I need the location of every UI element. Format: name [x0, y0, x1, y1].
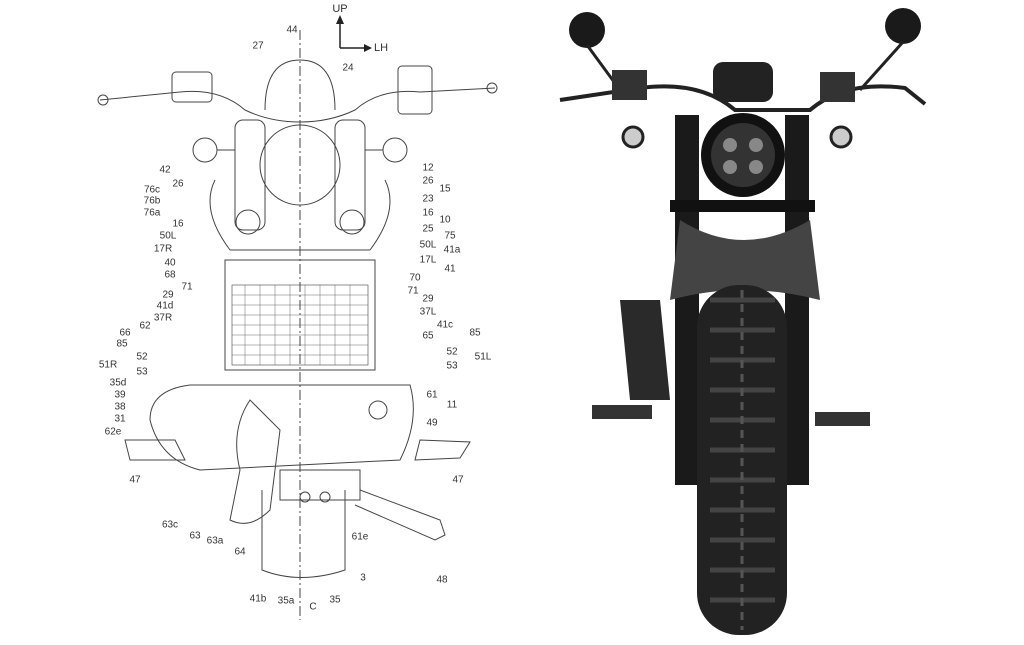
reference-numeral: 41d: [156, 300, 174, 312]
reference-numeral: 62: [139, 320, 151, 332]
motorcycle-front-line-drawing: [97, 15, 498, 620]
reference-numeral: 15: [439, 183, 451, 195]
reference-numeral: C: [309, 601, 317, 613]
reference-numeral: 62e: [104, 426, 122, 438]
reference-numeral: 75: [444, 230, 456, 242]
axis-lh-label: LH: [373, 42, 389, 54]
reference-numeral: 53: [446, 360, 458, 372]
reference-numeral: 29: [422, 293, 434, 305]
reference-numeral: 61e: [351, 531, 369, 543]
reference-numeral: 44: [286, 24, 298, 36]
reference-numeral: 29: [162, 289, 174, 301]
reference-numeral: 52: [136, 351, 148, 363]
reference-numeral: 61: [426, 389, 438, 401]
reference-numeral: 47: [452, 474, 464, 486]
reference-numeral: 26: [422, 175, 434, 187]
reference-numeral: 38: [114, 401, 126, 413]
reference-numeral: 25: [422, 223, 434, 235]
reference-numeral: 85: [116, 338, 128, 350]
reference-numeral: 16: [172, 218, 184, 230]
reference-numeral: 42: [159, 164, 171, 176]
reference-numeral: 76a: [143, 207, 161, 219]
reference-numeral: 49: [426, 417, 438, 429]
reference-numeral: 10: [439, 214, 451, 226]
reference-numeral: 50L: [419, 239, 437, 251]
reference-numeral: 66: [119, 327, 131, 339]
reference-numeral: 76c: [143, 184, 161, 196]
reference-numeral: 71: [181, 281, 193, 293]
reference-numeral: 64: [234, 546, 246, 558]
reference-numeral: 27: [252, 40, 264, 52]
reference-numeral: 31: [114, 413, 126, 425]
reference-numeral: 35a: [277, 595, 295, 607]
reference-numeral: 35d: [109, 377, 127, 389]
reference-numeral: 76b: [143, 195, 161, 207]
reference-numeral: 53: [136, 366, 148, 378]
reference-numeral: 50L: [159, 230, 177, 242]
reference-numeral: 11: [446, 399, 458, 411]
reference-numeral: 71: [407, 285, 419, 297]
reference-numeral: 17R: [153, 243, 173, 255]
reference-numeral: 23: [422, 193, 434, 205]
reference-numeral: 63c: [161, 519, 179, 531]
reference-numeral: 51R: [98, 359, 118, 371]
reference-numeral: 51L: [474, 351, 492, 363]
reference-numeral: 37R: [153, 312, 173, 324]
reference-numeral: 16: [422, 207, 434, 219]
reference-numeral: 17L: [419, 254, 437, 266]
reference-numeral: 3: [360, 572, 366, 584]
reference-numeral: 68: [164, 269, 176, 281]
reference-numeral: 85: [469, 327, 481, 339]
reference-numeral: 24: [342, 62, 354, 74]
motorcycle-front-photo: [520, 0, 1024, 640]
reference-numeral: 39: [114, 389, 126, 401]
reference-numeral: 41: [444, 263, 456, 275]
reference-numeral: 47: [129, 474, 141, 486]
axis-up-label: UP: [332, 3, 348, 15]
reference-numeral: 63: [189, 530, 201, 542]
reference-numeral: 37L: [419, 306, 437, 318]
motorcycle-photo-illustration: [559, 8, 927, 635]
reference-numeral: 48: [436, 574, 448, 586]
reference-numeral: 41b: [249, 593, 267, 605]
reference-numeral: 35: [329, 594, 341, 606]
reference-numeral: 41c: [436, 319, 454, 331]
reference-numeral: 12: [422, 162, 434, 174]
reference-numeral: 26: [172, 178, 184, 190]
reference-numeral: 40: [164, 257, 176, 269]
reference-numeral: 41a: [443, 244, 461, 256]
reference-numeral: 65: [422, 330, 434, 342]
reference-numeral: 52: [446, 346, 458, 358]
reference-numeral: 63a: [206, 535, 224, 547]
reference-numeral: 70: [409, 272, 421, 284]
